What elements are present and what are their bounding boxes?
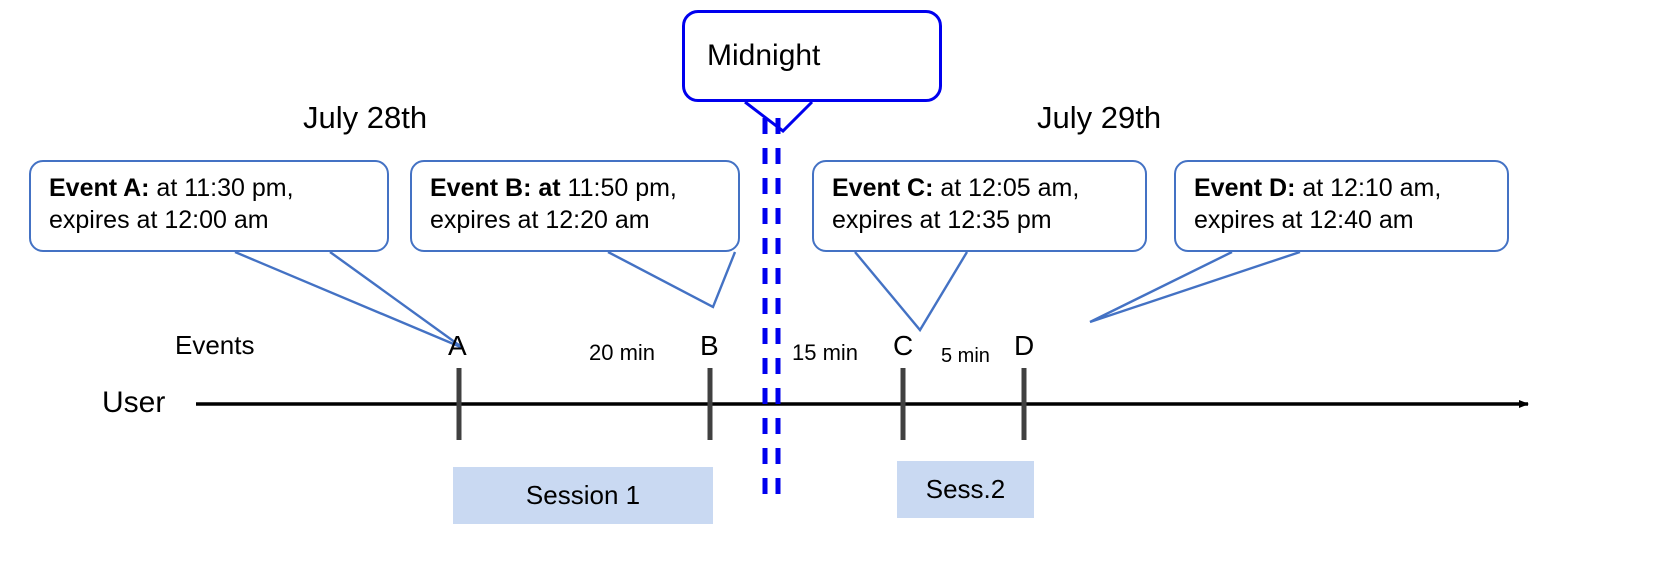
session-1-label: Session 1 xyxy=(525,480,641,510)
event-c-title: Event C: xyxy=(832,174,934,202)
callout-tail-b xyxy=(607,250,737,309)
event-callout-d-line2: expires at 12:40 am xyxy=(1194,206,1414,234)
interval-label-5-min: 5 min xyxy=(941,345,990,367)
session-box-2: Sess.2 xyxy=(897,461,1034,518)
event-callout-b: Event B: at 11:50 pm, expires at 12:20 a… xyxy=(410,160,740,252)
events-row-label: Events xyxy=(175,330,255,360)
event-a-title: Event A: xyxy=(49,174,150,202)
midnight-callout: Midnight xyxy=(682,10,942,102)
event-callout-d: Event D: at 12:10 am, expires at 12:40 a… xyxy=(1174,160,1509,252)
event-d-line1-rest: at 12:10 am, xyxy=(1295,174,1442,202)
event-callout-a-line1: Event A: at 11:30 pm, xyxy=(49,172,373,204)
interval-label-20-min: 20 min xyxy=(589,340,656,365)
session-box-1: Session 1 xyxy=(453,467,713,524)
user-row-label: User xyxy=(102,386,166,419)
event-callout-a: Event A: at 11:30 pm, expires at 12:00 a… xyxy=(29,160,389,252)
event-a-line1-rest: at 11:30 pm, xyxy=(149,174,294,202)
interval-label-15-min: 15 min xyxy=(792,340,859,365)
tick-label-b: B xyxy=(700,330,719,361)
event-b-line1-rest: 11:50 pm, xyxy=(560,174,677,202)
callout-tail-d xyxy=(1089,250,1301,324)
tick-label-a: A xyxy=(448,330,467,361)
session-2-label: Sess.2 xyxy=(925,474,1006,504)
date-label-july-28: July 28th xyxy=(303,100,428,135)
date-label-july-29: July 29th xyxy=(1037,100,1162,135)
callout-tail-c xyxy=(854,251,969,333)
event-callout-c: Event C: at 12:05 am, expires at 12:35 p… xyxy=(812,160,1147,252)
midnight-label: Midnight xyxy=(707,39,821,72)
event-callout-a-line2: expires at 12:00 am xyxy=(49,206,269,234)
event-b-title: Event B: at xyxy=(430,174,561,202)
event-callout-c-line2: expires at 12:35 pm xyxy=(832,206,1052,234)
event-callout-b-line1: Event B: at 11:50 pm, xyxy=(430,172,724,204)
callout-tail-a xyxy=(234,250,464,350)
event-callout-d-line1: Event D: at 12:10 am, xyxy=(1194,172,1493,204)
event-d-title: Event D: xyxy=(1194,174,1296,202)
event-callout-b-line2: expires at 12:20 am xyxy=(430,206,650,234)
event-c-line1-rest: at 12:05 am, xyxy=(933,174,1080,202)
tick-label-d: D xyxy=(1014,330,1035,361)
event-callout-c-line1: Event C: at 12:05 am, xyxy=(832,172,1131,204)
tick-label-c: C xyxy=(893,330,914,361)
midnight-bubble-tail xyxy=(744,100,814,133)
